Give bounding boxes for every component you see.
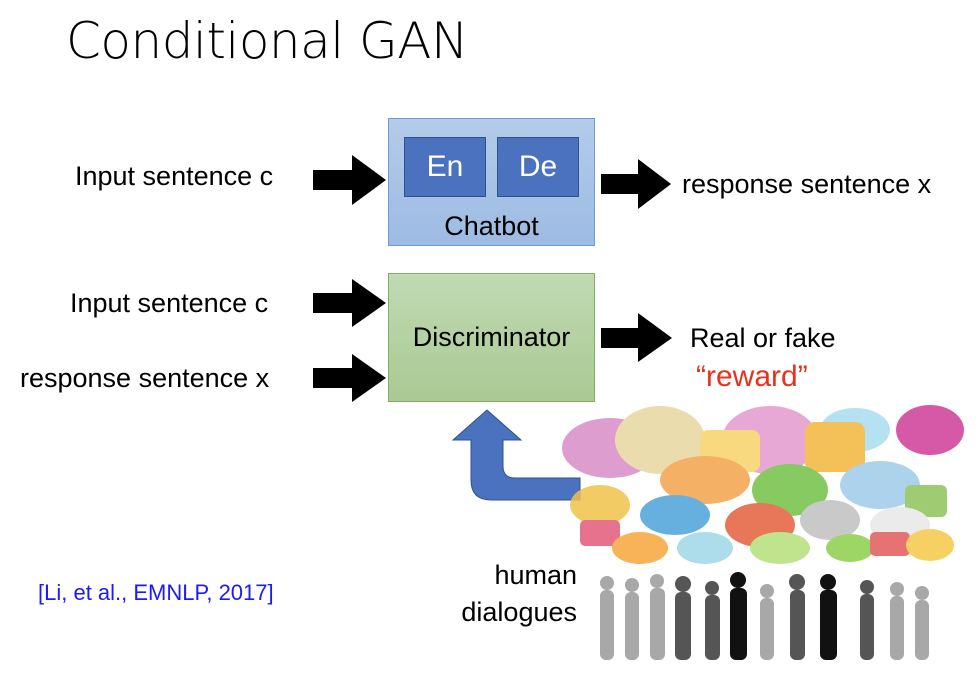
decoder-box: De [497, 137, 579, 197]
arrow-input-to-discriminator [313, 279, 386, 327]
encoder-box: En [404, 137, 486, 197]
discriminator-output-label: Real or fake [690, 323, 836, 353]
feedback-arrow [451, 409, 581, 501]
chatbot-box: En De Chatbot [388, 118, 595, 246]
discriminator-input-c-label: Input sentence c [70, 288, 269, 318]
chatbot-label: Chatbot [444, 211, 539, 241]
discriminator-box: Discriminator [388, 273, 595, 402]
discriminator-input-x-label: response sentence x [20, 363, 270, 393]
chatbot-input-label: Input sentence c [75, 161, 274, 191]
chatbot-output-label: response sentence x [682, 169, 932, 199]
arrow-chatbot-to-response [601, 159, 671, 209]
arrow-input-to-chatbot [313, 155, 386, 205]
arrow-response-to-discriminator [313, 354, 386, 402]
reward-label: “reward” [696, 360, 808, 393]
dialogues-label: dialogues [461, 597, 577, 627]
people-silhouettes [600, 572, 929, 660]
citation: [Li, et al., EMNLP, 2017] [38, 580, 274, 605]
slide-title: Conditional GAN [66, 12, 468, 70]
arrow-discriminator-to-output [601, 313, 672, 362]
speech-bubbles [562, 405, 964, 564]
human-label: human [494, 560, 577, 590]
